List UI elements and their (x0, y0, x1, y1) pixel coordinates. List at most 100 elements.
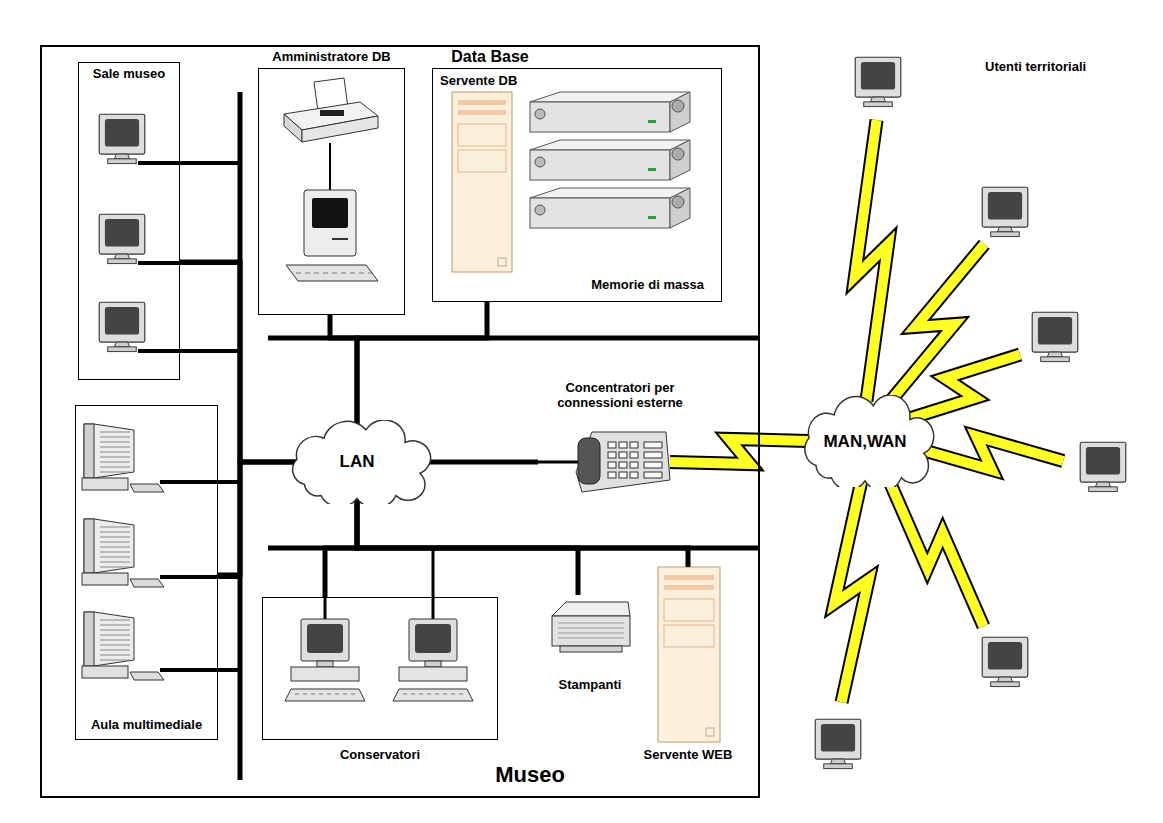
icon-part (558, 638, 624, 639)
lightning-outline (887, 475, 984, 627)
icon-part (870, 97, 885, 102)
icon-part (451, 694, 455, 695)
icon-part (648, 216, 656, 219)
icon-part (1095, 482, 1110, 487)
museum-boundary: MuseoSale museoAmministratore DBData Bas… (40, 45, 760, 798)
lightning-fill (834, 481, 868, 702)
icon-part (84, 519, 94, 573)
icon-part (452, 92, 512, 272)
icon-part (630, 472, 638, 478)
icon-part (130, 484, 164, 492)
icon-part (997, 677, 1012, 682)
node-label: Servente WEB (635, 748, 741, 763)
icon-part (988, 642, 1022, 670)
computer-icon (982, 637, 1028, 686)
icon-part (991, 232, 1020, 237)
icon-part (100, 457, 130, 458)
icon-part (100, 640, 130, 641)
bus-wires (138, 92, 760, 780)
hub-device: Concentratori per connessioni esterne (538, 378, 702, 500)
bus-connector (330, 315, 357, 430)
icon-part (578, 438, 600, 484)
telephone-hub-icon (576, 432, 670, 492)
icon-part (311, 694, 315, 695)
icon-part (130, 672, 164, 680)
bus-connector (325, 498, 357, 597)
computer-icon (99, 302, 145, 351)
computer-icon (982, 187, 1028, 236)
icon-part (458, 124, 506, 146)
computer-icon (815, 719, 861, 768)
bus-line (420, 460, 538, 465)
lightning-link (886, 244, 985, 407)
icon-part (100, 645, 130, 646)
icon-part (100, 625, 130, 626)
lightning-outline (886, 244, 985, 407)
icon-part (558, 623, 624, 624)
icon-part (427, 694, 431, 695)
icon-part (658, 567, 720, 742)
icon-part (114, 154, 129, 159)
bus-line (160, 480, 240, 484)
icon-part (100, 542, 130, 543)
icon-part (1080, 442, 1126, 482)
icon-part (672, 196, 684, 208)
icon-part (576, 432, 670, 492)
computer-icon (1032, 312, 1078, 361)
icon-part (403, 694, 407, 695)
icon-part (630, 442, 638, 448)
icon-part (105, 219, 139, 247)
lightning-link (834, 481, 868, 702)
icon-part (307, 624, 343, 653)
laser-printer-icon (552, 602, 630, 652)
icon-part (861, 62, 895, 90)
lightning-fill (886, 244, 985, 407)
bus-connector (357, 498, 688, 567)
icon-part (285, 689, 365, 701)
icon-part (99, 114, 145, 154)
part-label: Servente DB (440, 74, 550, 89)
icon-part (286, 265, 378, 281)
icon-part (99, 214, 145, 254)
icon-part (982, 637, 1028, 677)
icon-part (82, 573, 128, 585)
admin-group: Amministratore DB (258, 68, 405, 315)
icon-part (664, 599, 714, 621)
room-group: Sale museo (78, 62, 180, 380)
desktop-icon (285, 619, 365, 701)
icon-part (100, 630, 130, 631)
icon-part (108, 159, 137, 164)
bus-connector (180, 262, 298, 462)
icon-part (706, 728, 714, 736)
part-label: Memorie di massa (575, 278, 720, 293)
icon-part (100, 472, 130, 473)
icon-part (100, 432, 130, 433)
node-label: LAN (282, 452, 432, 472)
icon-part (332, 238, 348, 240)
mac-computer-icon (286, 190, 378, 281)
icon-part (100, 537, 130, 538)
icon-part (82, 666, 128, 678)
lightning-link (670, 439, 809, 464)
lightning-outline (834, 481, 868, 702)
icon-part (530, 92, 690, 102)
printer-device: Stampanti (540, 595, 640, 700)
icon-part (130, 579, 164, 587)
icon-part (608, 452, 616, 458)
lightning-outline (855, 120, 888, 401)
node-label: Concentratori per connessioni esterne (538, 381, 702, 411)
icon-part (100, 447, 130, 448)
icon-part (458, 110, 506, 115)
icon-part (335, 694, 339, 695)
bus-line (329, 143, 331, 190)
icon-part (670, 140, 690, 180)
icon-part (997, 227, 1012, 232)
icon-part (670, 188, 690, 228)
bus-line (538, 461, 578, 464)
icon-part (855, 57, 901, 97)
icon-part (552, 602, 630, 616)
node-label: Aula multimediale (75, 718, 218, 733)
icon-part (100, 462, 130, 463)
icon-part (982, 187, 1028, 227)
